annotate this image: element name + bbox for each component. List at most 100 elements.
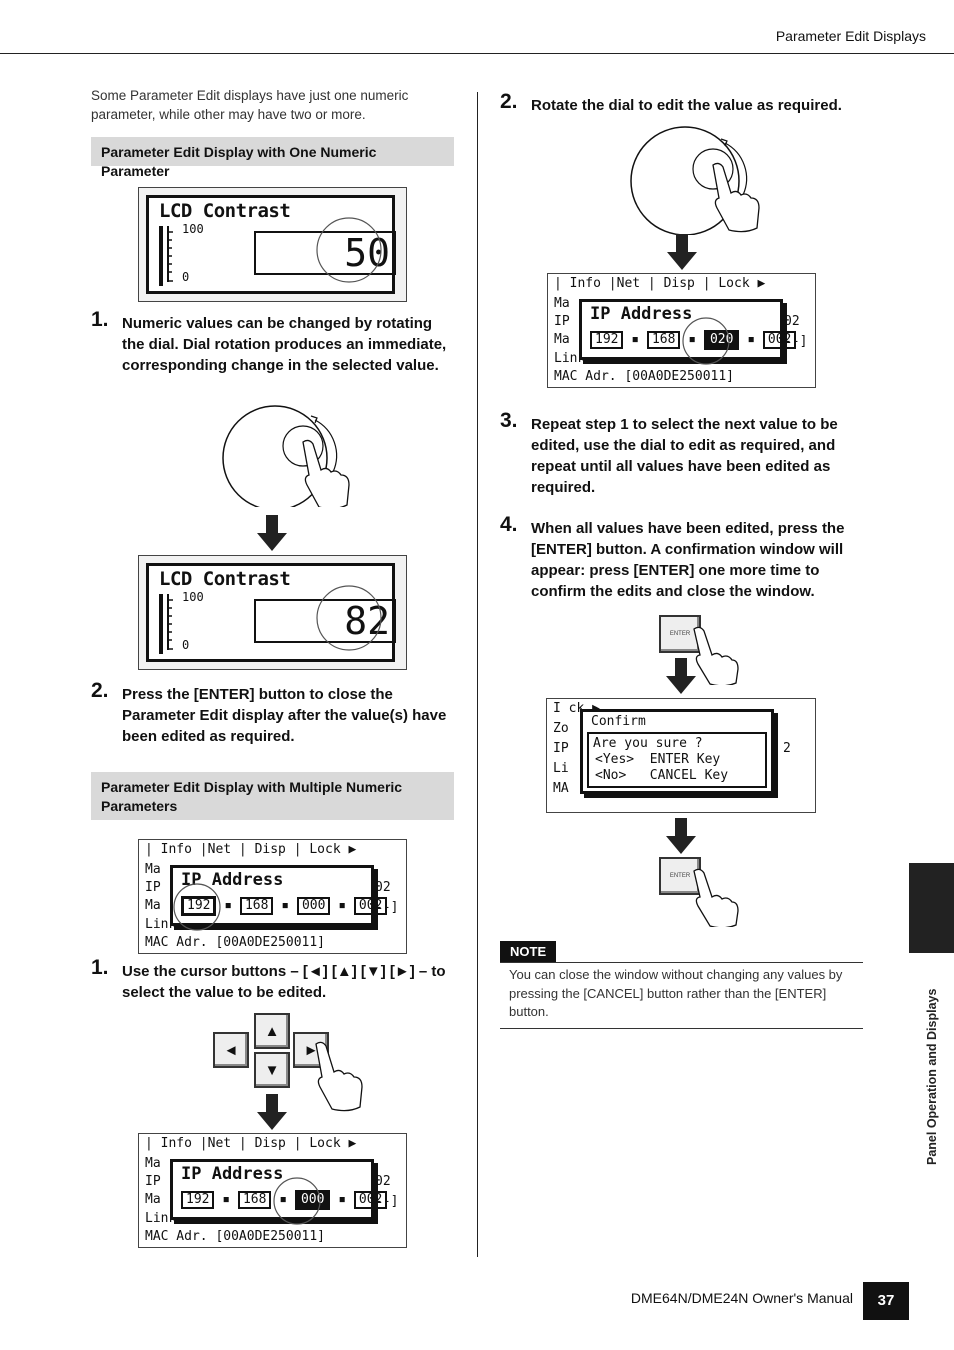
ip-fields: 192 ▪ 168 ▪ 020 ▪ 002	[590, 330, 797, 350]
ip-octet-2: 168	[646, 331, 681, 349]
step-1-cursor: 1. Use the cursor buttons – [◄] [▲] [▼] …	[91, 956, 446, 1001]
note-bottom-rule	[500, 1028, 863, 1029]
section-heading-one-parameter: Parameter Edit Display with One Numeric …	[91, 137, 454, 179]
mac-address-row: MAC Adr. [00A0DE250011]	[145, 935, 326, 950]
confirm-no: <No> CANCEL Key	[595, 768, 729, 783]
cursor-up-button: ▲	[254, 1013, 290, 1049]
lcd-value: 82	[344, 599, 390, 643]
row-label: IP	[145, 880, 161, 895]
row-label: Li	[553, 761, 569, 776]
running-header: Parameter Edit Displays	[775, 28, 926, 44]
row-label: Ma	[145, 862, 161, 877]
chapter-tab	[909, 863, 954, 953]
arrow-down-icon	[257, 515, 287, 551]
confirm-question: Are you sure ?	[593, 736, 703, 751]
ip-octet-3: 020	[703, 330, 740, 350]
lcd-max-label: 100	[182, 590, 204, 604]
row-label: Zo	[553, 721, 569, 736]
arrow-down-icon	[666, 818, 696, 854]
enter-button: ENTER	[659, 857, 701, 895]
ip-address-popup: IP Address 192 ▪ 168 ▪ 000 ▪ 002	[170, 865, 388, 926]
cursor-left-button: ◄	[213, 1032, 249, 1068]
row-label: Ma	[145, 1156, 161, 1171]
section-heading-multiple-parameters: Parameter Edit Display with Multiple Num…	[91, 772, 454, 820]
row-value: 02	[784, 314, 800, 329]
ip-octet-3: 000	[294, 1190, 331, 1210]
highlight-circle-icon	[316, 585, 382, 651]
screen-tabs: | Info |Net | Disp | Lock ▶	[145, 1136, 357, 1151]
dial-with-hand-icon	[630, 126, 760, 235]
row-value: 02	[375, 880, 391, 895]
row-value: 2	[783, 741, 791, 756]
pressing-hand-icon	[693, 868, 739, 927]
row-label: Ma	[145, 898, 161, 913]
row-label: Ma	[554, 332, 570, 347]
chapter-label: Panel Operation and Displays	[925, 988, 939, 1165]
step-2-rotate: 2. Rotate the dial to edit the value as …	[500, 90, 842, 114]
ip-fields: 192 ▪ 168 ▪ 000 ▪ 002	[181, 1190, 388, 1210]
row-label: Ma	[554, 296, 570, 311]
lcd-value-box: 82	[254, 599, 396, 643]
screen-tabs: | Info |Net | Disp | Lock ▶	[145, 842, 357, 857]
confirm-yes: <Yes> ENTER Key	[595, 752, 721, 767]
page-number: 37	[863, 1282, 909, 1320]
ip-address-screen-selected: | Info |Net | Disp | Lock ▶ Ma IP Ma Lin…	[138, 1133, 407, 1248]
step-3-repeat: 3. Repeat step 1 to select the next valu…	[500, 409, 838, 496]
note-top-rule	[500, 962, 863, 963]
step-4-confirm: 4. When all values have been edited, pre…	[500, 513, 845, 600]
lcd-value-box: 50	[254, 231, 396, 275]
mac-address-row: MAC Adr. [00A0DE250011]	[554, 369, 735, 384]
popup-title: IP Address	[590, 304, 693, 324]
mac-address-row: MAC Adr. [00A0DE250011]	[145, 1229, 326, 1244]
ip-octet-4: 002	[762, 331, 797, 349]
column-divider	[477, 92, 478, 1257]
highlight-circle-icon	[273, 1177, 321, 1225]
highlight-circle-icon	[316, 217, 382, 283]
ip-address-screen-initial: | Info |Net | Disp | Lock ▶ Ma IP Ma Lin…	[138, 839, 407, 954]
ip-address-popup: IP Address 192 ▪ 168 ▪ 020 ▪ 002	[579, 299, 797, 360]
confirm-title: Confirm	[591, 714, 646, 729]
row-label: IP	[553, 741, 569, 756]
arrow-down-icon	[666, 658, 696, 694]
ip-fields: 192 ▪ 168 ▪ 000 ▪ 002	[181, 896, 388, 916]
row-label: IP	[554, 314, 570, 329]
row-label: MA	[553, 781, 569, 796]
lcd-title: LCD Contrast	[159, 568, 291, 590]
contrast-slider-icon	[159, 594, 173, 654]
row-label: Ma	[145, 1192, 161, 1207]
lcd-max-label: 100	[182, 222, 204, 236]
ip-octet-4: 002	[353, 1191, 388, 1209]
lcd-min-label: 0	[182, 638, 190, 652]
popup-title: IP Address	[181, 870, 284, 890]
enter-button: ENTER	[659, 615, 701, 653]
manual-title: DME64N/DME24N Owner's Manual	[630, 1290, 853, 1306]
lcd-contrast-screen-after: LCD Contrast 100 0 82	[138, 555, 407, 670]
step-2-enter: 2. Press the [ENTER] button to close the…	[91, 679, 447, 745]
header-rule	[0, 53, 954, 54]
lcd-title: LCD Contrast	[159, 200, 291, 222]
ip-octet-1: 192	[181, 896, 217, 916]
lcd-contrast-screen-before: LCD Contrast 100 0 50	[138, 187, 407, 302]
confirm-message-box: Are you sure ? <Yes> ENTER Key <No> CANC…	[587, 732, 767, 788]
lcd-min-label: 0	[182, 270, 190, 284]
dial-with-hand-icon	[222, 405, 350, 507]
step-1-dial: 1. Numeric values can be changed by rota…	[91, 308, 447, 374]
note-text: You can close the window without changin…	[509, 967, 843, 1019]
lcd-value: 50	[344, 231, 390, 275]
pressing-hand-icon	[315, 1041, 363, 1112]
contrast-slider-icon	[159, 226, 173, 286]
arrow-down-icon	[257, 1094, 287, 1130]
ip-octet-1: 192	[181, 1191, 215, 1209]
ip-address-screen-edited: | Info |Net | Disp | Lock ▶ Ma IP Ma Lin…	[547, 273, 816, 388]
popup-title: IP Address	[181, 1164, 284, 1184]
intro-text: Some Parameter Edit displays have just o…	[91, 88, 409, 122]
ip-octet-2: 168	[237, 1191, 272, 1209]
ip-octet-3: 000	[296, 897, 331, 915]
ip-octet-1: 192	[590, 331, 624, 349]
ip-octet-2: 168	[239, 897, 274, 915]
confirm-screen: I ck ▶ Zo IP Li MA 2 Confirm Are you sur…	[546, 698, 816, 813]
pressing-hand-icon	[693, 626, 739, 685]
note-tag: NOTE	[500, 941, 557, 962]
screen-tabs: | Info |Net | Disp | Lock ▶	[554, 276, 766, 291]
row-label: IP	[145, 1174, 161, 1189]
